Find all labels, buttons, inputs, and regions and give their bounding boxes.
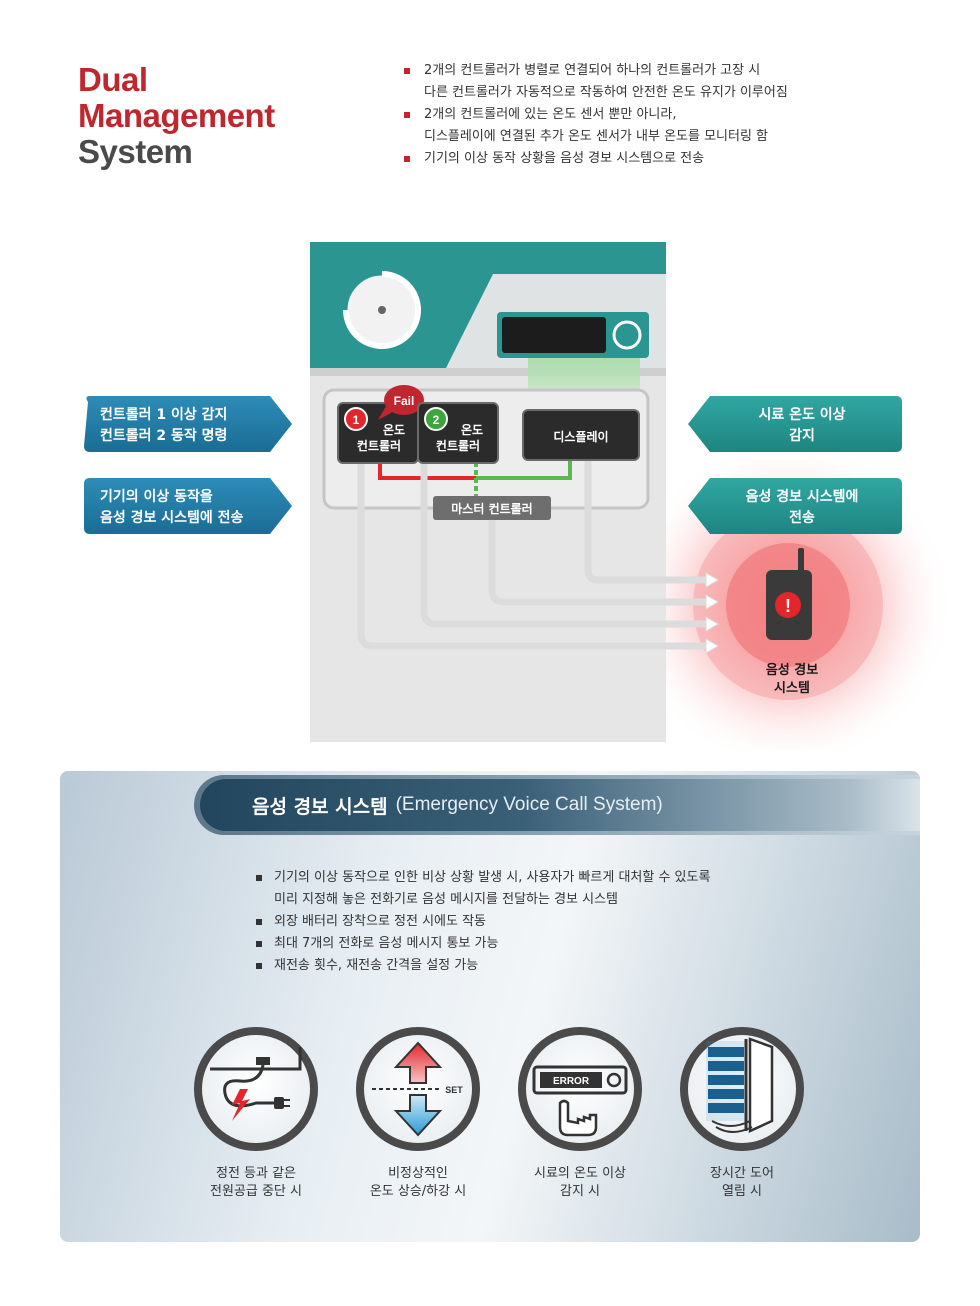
icon-caption-power: 정전 등과 같은 전원공급 중단 시 <box>210 1166 302 1199</box>
display-label: 디스플레이 <box>553 429 608 444</box>
top-bullet-list: 2개의 컨트롤러가 병렬로 연결되어 하나의 컨트롤러가 고장 시 다른 컨트롤… <box>404 60 874 170</box>
controller-1-label-line1: 온도 <box>383 422 405 437</box>
controller-1-number: 1 <box>353 413 360 427</box>
left-label-1: 컨트롤러 1 이상 감지 컨트롤러 2 동작 명령 <box>84 396 292 452</box>
left-label-2: 기기의 이상 동작을 음성 경보 시스템에 전송 <box>84 478 292 534</box>
panel-title: 음성 경보 시스템 <box>252 795 388 818</box>
diagram-svg: 1 온도 컨트롤러 Fail 2 온도 컨트롤러 디스플레이 마스터 컨트롤러 <box>84 242 953 770</box>
temperature-error-icon: ERROR <box>518 1027 642 1151</box>
power-outage-icon <box>194 1027 318 1151</box>
right-label-2-line2: 전송 <box>789 509 815 526</box>
display-module: 디스플레이 <box>522 409 640 461</box>
controller-2-badge <box>424 407 448 431</box>
controller-2-label-line1: 온도 <box>461 422 483 437</box>
left-label-1-line2: 컨트롤러 2 동작 명령 <box>100 427 227 444</box>
panel-bullet: 재전송 횟수, 재전송 간격을 설정 가능 <box>256 955 776 977</box>
right-label-2: 음성 경보 시스템에 전송 <box>688 478 902 534</box>
page-title: Dual Management System <box>78 62 275 170</box>
top-bullet: 기기의 이상 동작 상황을 음성 경보 시스템으로 전송 <box>404 148 874 170</box>
arrow-heads <box>705 572 719 654</box>
error-label: ERROR <box>553 1076 590 1087</box>
alarm-label-line1: 음성 경보 <box>766 662 818 678</box>
icon-caption-error: 시료의 온도 이상 감지 시 <box>534 1166 626 1199</box>
panel-bullet: 기기의 이상 동작으로 인한 비상 상황 발생 시, 사용자가 빠르게 대처할 … <box>256 867 776 911</box>
left-label-1-line1: 컨트롤러 1 이상 감지 <box>100 406 227 423</box>
fail-label: Fail <box>394 394 415 408</box>
panel-header: 음성 경보 시스템 (Emergency Voice Call System) <box>194 775 920 835</box>
controller-2-label-line2: 컨트롤러 <box>436 438 480 453</box>
temperature-change-icon: SET <box>356 1027 480 1151</box>
icon-caption-door: 장시간 도어 열림 시 <box>710 1166 774 1199</box>
alarm-exclamation: ! <box>785 596 791 616</box>
title-line-1: Dual <box>78 61 148 98</box>
controller-1-label-line2: 컨트롤러 <box>357 438 401 453</box>
top-bullet: 2개의 컨트롤러가 병렬로 연결되어 하나의 컨트롤러가 고장 시 다른 컨트롤… <box>404 60 874 104</box>
fail-badge: Fail <box>378 385 424 420</box>
left-label-2-line2: 음성 경보 시스템에 전송 <box>100 509 244 526</box>
icon-caption-temperature: 비정상적인 온도 상승/하강 시 <box>369 1166 467 1199</box>
cabinet <box>310 242 666 742</box>
voice-alarm-panel: 음성 경보 시스템 (Emergency Voice Call System) … <box>60 771 920 1242</box>
signal-arrows <box>357 460 708 650</box>
panel-bullet-list: 기기의 이상 동작으로 인한 비상 상황 발생 시, 사용자가 빠르게 대처할 … <box>256 867 776 977</box>
alarm-label-line2: 시스템 <box>774 681 810 696</box>
left-label-2-line1: 기기의 이상 동작을 <box>100 488 213 505</box>
master-controller: 마스터 컨트롤러 <box>433 496 551 520</box>
set-label: SET <box>445 1085 463 1095</box>
right-label-1-line2: 감지 <box>789 427 815 444</box>
master-controller-label: 마스터 컨트롤러 <box>451 501 532 516</box>
panel-bullet: 최대 7개의 전화로 음성 메시지 통보 가능 <box>256 933 776 955</box>
right-label-2-line1: 음성 경보 시스템에 <box>746 488 859 505</box>
panel-subtitle: (Emergency Voice Call System) <box>395 794 663 815</box>
panel-header-bar: 음성 경보 시스템 (Emergency Voice Call System) <box>200 779 920 831</box>
controller-2-number: 2 <box>433 413 440 427</box>
temperature-controller-2: 2 온도 컨트롤러 <box>417 402 499 464</box>
controller-1-badge <box>344 407 368 431</box>
door-open-icon <box>680 1027 804 1151</box>
right-label-1-line1: 시료 온도 이상 <box>758 406 845 423</box>
title-line-2: Management <box>78 97 275 134</box>
title-line-3: System <box>78 133 193 170</box>
panel-bullet: 외장 배터리 장착으로 정전 시에도 작동 <box>256 911 776 933</box>
right-label-1: 시료 온도 이상 감지 <box>688 396 902 452</box>
voice-alarm-device-icon: ! <box>766 548 812 640</box>
top-bullet: 2개의 컨트롤러에 있는 온도 센서 뿐만 아니라, 디스플레이에 연결된 추가… <box>404 104 874 148</box>
active-link-line <box>476 460 572 480</box>
dual-management-diagram: 1 온도 컨트롤러 Fail 2 온도 컨트롤러 디스플레이 마스터 컨트롤러 <box>0 230 980 770</box>
